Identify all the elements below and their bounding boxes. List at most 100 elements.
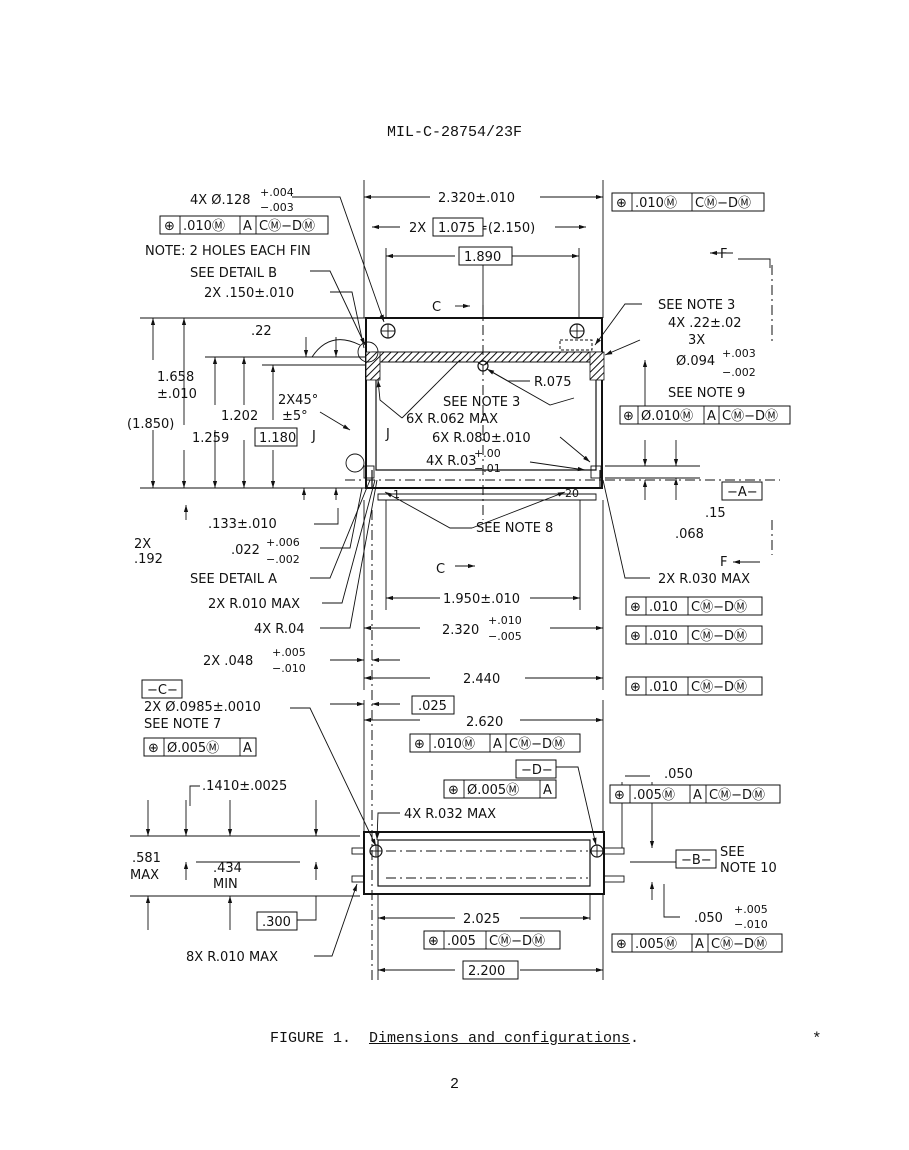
- dim-2x192-b: .192: [134, 552, 163, 567]
- svg-text:CⓂ−DⓂ: CⓂ−DⓂ: [691, 629, 747, 644]
- datum-b: −B−: [681, 853, 712, 868]
- top-view-labels: 4X Ø.128 +.004 −.003 NOTE: 2 HOLES EACH …: [127, 186, 756, 687]
- svg-text:Ø.005Ⓜ: Ø.005Ⓜ: [467, 783, 519, 798]
- dim-581-max: MAX: [130, 868, 159, 883]
- section-f-top: F: [720, 247, 727, 262]
- dim-4x-r04: 4X R.04: [254, 622, 305, 637]
- dim-22: .22: [251, 324, 272, 339]
- see-note-9: SEE NOTE 9: [668, 386, 745, 401]
- dim-3x: 3X: [688, 333, 705, 348]
- dim-094: Ø.094: [676, 354, 715, 369]
- svg-text:.005Ⓜ: .005Ⓜ: [635, 937, 677, 952]
- svg-text:⊕: ⊕: [428, 934, 439, 949]
- see-note-8: SEE NOTE 8: [476, 521, 553, 536]
- svg-text:.010Ⓜ: .010Ⓜ: [183, 219, 225, 234]
- dim-050-top: .050: [664, 767, 693, 782]
- svg-text:⊕: ⊕: [616, 937, 627, 952]
- svg-text:CⓂ−DⓂ: CⓂ−DⓂ: [722, 409, 778, 424]
- fcf-2320: ⊕ .010 CⓂ−DⓂ: [625, 625, 763, 645]
- section-f-bottom: F: [720, 555, 727, 570]
- dim-022-minus: −.002: [266, 553, 300, 566]
- boxed-dims: 1.075 1.890 1.180 −A− −C− .025 −D− −B− .…: [141, 217, 763, 980]
- svg-text:⊕: ⊕: [614, 788, 625, 803]
- svg-text:CⓂ−DⓂ: CⓂ−DⓂ: [711, 937, 767, 952]
- svg-text:A: A: [243, 219, 252, 234]
- dim-2x45-tol: ±5°: [282, 409, 308, 424]
- dim-581: .581: [132, 851, 161, 866]
- fcf-bottom-right: ⊕ .005Ⓜ A CⓂ−DⓂ: [611, 933, 783, 953]
- dim-068: .068: [675, 527, 704, 542]
- top-view-outline: [345, 317, 605, 501]
- dim-2200-box: 2.200: [468, 964, 505, 979]
- see-detail-b: SEE DETAIL B: [190, 266, 277, 281]
- dim-1850: (1.850): [127, 417, 174, 432]
- dim-048: 2X .048: [203, 654, 253, 669]
- dim-434: .434: [213, 861, 242, 876]
- dim-2150: =(2.150): [477, 221, 535, 236]
- datum-a: −A−: [727, 485, 758, 500]
- dim-150: 2X .150±.010: [204, 286, 294, 301]
- svg-text:⊕: ⊕: [630, 680, 641, 695]
- dim-048-minus: −.010: [272, 662, 306, 675]
- svg-text:CⓂ−DⓂ: CⓂ−DⓂ: [509, 737, 565, 752]
- dim-022: .022: [231, 543, 260, 558]
- dim-4x-r03: 4X R.03: [426, 454, 477, 469]
- dim-133: .133±.010: [208, 517, 277, 532]
- dim-8x-r010: 8X R.010 MAX: [186, 950, 278, 965]
- svg-text:A: A: [493, 737, 502, 752]
- dim-2x-r010: 2X R.010 MAX: [208, 597, 300, 612]
- dim-2x-label: 2X: [409, 221, 426, 236]
- dim-434-min: MIN: [213, 877, 238, 892]
- fcf-2025: ⊕ .005 CⓂ−DⓂ: [423, 930, 561, 950]
- dim-1180-box: 1.180: [259, 431, 296, 446]
- svg-text:.010Ⓜ: .010Ⓜ: [433, 737, 475, 752]
- svg-text:CⓂ−DⓂ: CⓂ−DⓂ: [691, 600, 747, 615]
- centerlines: [345, 265, 780, 980]
- svg-text:CⓂ−DⓂ: CⓂ−DⓂ: [489, 934, 545, 949]
- dim-050-plus: +.005: [734, 903, 768, 916]
- see-note-3-top: SEE NOTE 3: [658, 298, 735, 313]
- hole-tol-minus: −.003: [260, 201, 294, 214]
- svg-text:.010: .010: [649, 629, 678, 644]
- svg-text:CⓂ−DⓂ: CⓂ−DⓂ: [709, 788, 765, 803]
- see-note-7: SEE NOTE 7: [144, 717, 221, 732]
- dim-022-plus: +.006: [266, 536, 300, 549]
- side-view-outline: [351, 831, 625, 895]
- dim-1075-box: 1.075: [438, 221, 475, 236]
- hole-tol-plus: +.004: [260, 186, 294, 199]
- leader-lines-top: [292, 196, 771, 629]
- caption-suffix: .: [630, 1030, 640, 1047]
- dim-048-plus: +.005: [272, 646, 306, 659]
- svg-text:A: A: [695, 937, 704, 952]
- svg-text:.005: .005: [447, 934, 476, 949]
- fcf-holes: ⊕ .010Ⓜ A CⓂ−DⓂ: [159, 215, 329, 235]
- fcf-top-right: ⊕ .010Ⓜ CⓂ−DⓂ: [611, 192, 765, 212]
- fcf-1950: ⊕ .010 CⓂ−DⓂ: [625, 596, 763, 616]
- dim-1202: 1.202: [221, 409, 258, 424]
- dim-r075: R.075: [534, 375, 572, 390]
- dim-094-plus: +.003: [722, 347, 756, 360]
- svg-text:⊕: ⊕: [630, 600, 641, 615]
- dim-1890-box: 1.890: [464, 250, 501, 265]
- pin-1-label: 1: [393, 488, 400, 501]
- see-detail-a: SEE DETAIL A: [190, 572, 277, 587]
- dim-025-box: .025: [418, 699, 447, 714]
- dim-6x-r062: 6X R.062 MAX: [406, 412, 498, 427]
- section-c-top: C: [432, 300, 441, 315]
- svg-text:A: A: [707, 409, 716, 424]
- leader-lines-side: [189, 707, 680, 957]
- svg-text:.005Ⓜ: .005Ⓜ: [633, 788, 675, 803]
- see-note-10-a: SEE: [720, 845, 745, 860]
- dim-2620: 2.620: [466, 715, 503, 730]
- svg-text:⊕: ⊕: [414, 737, 425, 752]
- dim-094-minus: −.002: [722, 366, 756, 379]
- fcf-2440: ⊕ .010 CⓂ−DⓂ: [625, 676, 763, 696]
- figure-caption: FIGURE 1. Dimensions and configurations.: [0, 1030, 909, 1047]
- dim-r03-plus: +.00: [474, 447, 501, 460]
- change-mark: *: [812, 1030, 822, 1048]
- dim-2x192-a: 2X: [134, 537, 151, 552]
- svg-text:CⓂ−DⓂ: CⓂ−DⓂ: [695, 196, 751, 211]
- fcf-datum-d: ⊕ Ø.005Ⓜ A: [443, 779, 557, 799]
- dim-2320-top: 2.320±.010: [438, 191, 515, 206]
- hole-callout: 4X Ø.128: [190, 193, 251, 208]
